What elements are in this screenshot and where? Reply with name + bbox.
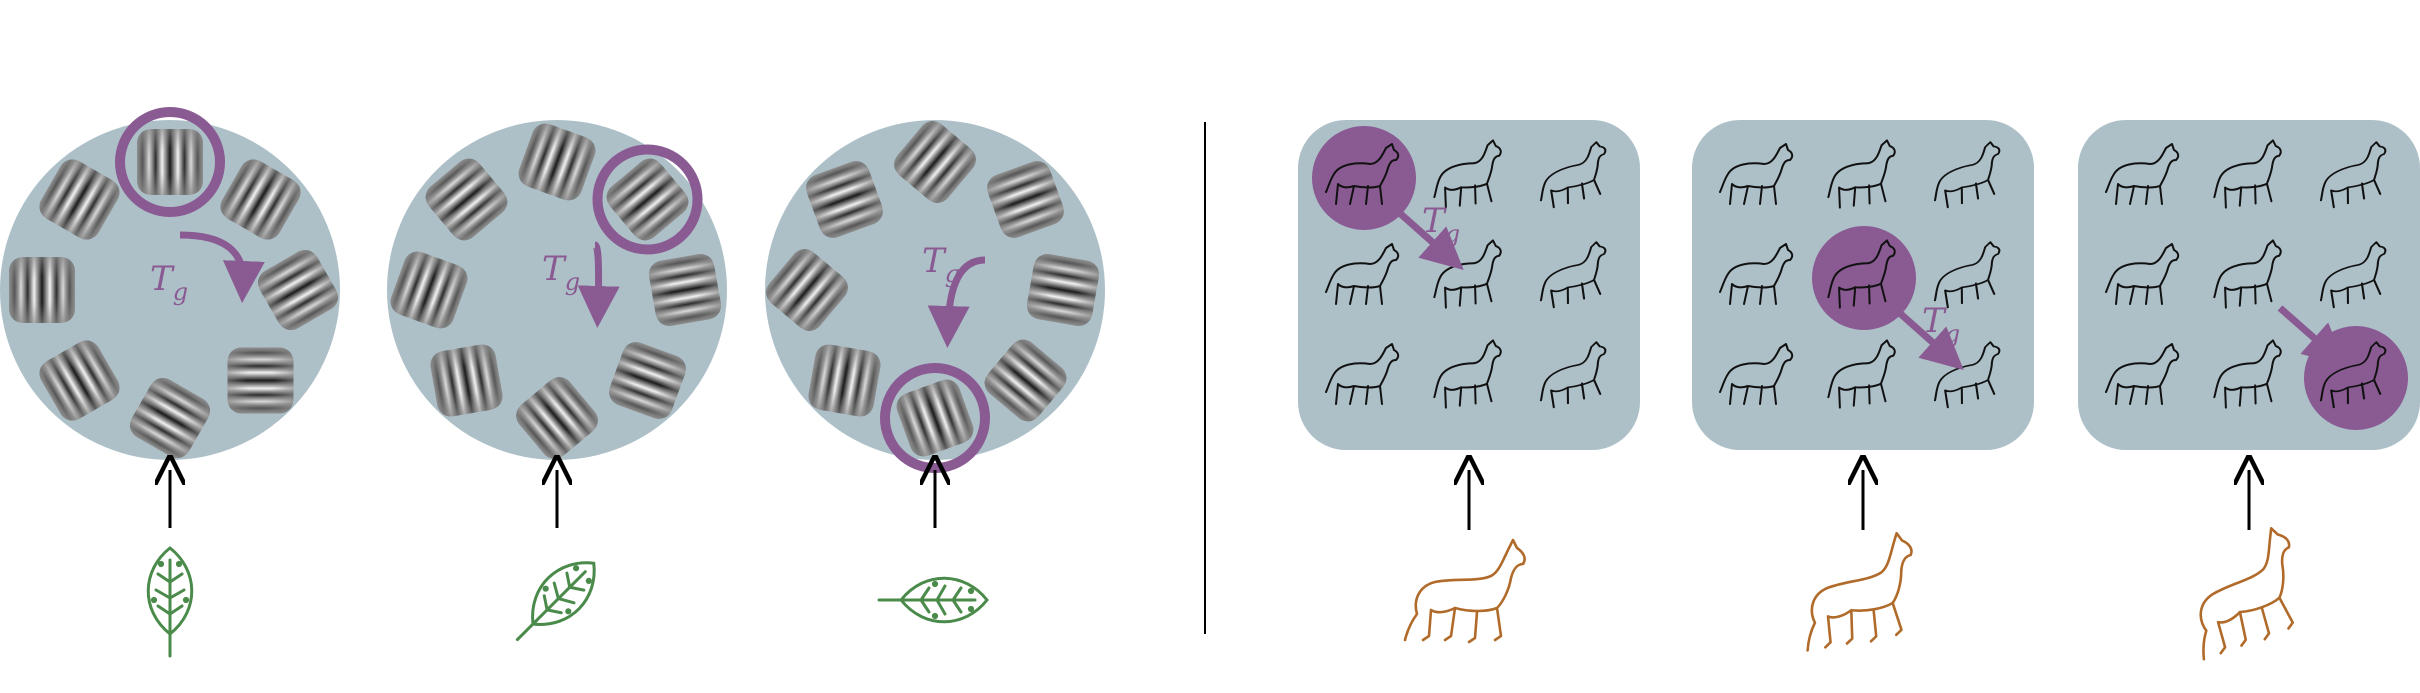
gabor-filter xyxy=(1024,251,1102,329)
highlight-disc xyxy=(1312,126,1416,230)
leaf-icon xyxy=(500,546,611,657)
gabor-filter xyxy=(646,251,724,329)
transform-arrow xyxy=(577,241,620,328)
horse-icon xyxy=(2168,523,2319,663)
leaf-icon xyxy=(877,576,989,624)
gabor-filter xyxy=(428,342,505,419)
transform-label: Tg xyxy=(150,259,188,306)
highlight-ring xyxy=(592,144,703,255)
gabor-filter xyxy=(9,257,75,323)
pose-panel xyxy=(2078,120,2420,663)
filter-panel: Tg xyxy=(386,119,727,657)
transform-arrow xyxy=(179,231,265,303)
transform-label: Tg xyxy=(1922,301,1960,348)
horse-icon xyxy=(1403,538,1526,644)
horse-icon xyxy=(1788,529,1928,654)
transform-label: Tg xyxy=(542,249,580,296)
gabor-filter xyxy=(137,129,203,195)
transform-label: Tg xyxy=(922,241,960,288)
leaf-icon xyxy=(146,546,194,658)
transform-label: Tg xyxy=(1422,201,1460,248)
pose-panel: Tg xyxy=(1692,120,2034,654)
transform-arrow xyxy=(1391,205,1464,270)
filter-panel: Tg xyxy=(760,115,1105,624)
gabor-filter xyxy=(227,347,294,414)
transform-arrow xyxy=(2277,305,2346,366)
highlight-ring xyxy=(115,107,225,217)
transform-arrow xyxy=(1891,305,1964,370)
gabor-filter xyxy=(806,342,883,419)
highlight-disc xyxy=(1812,226,1916,330)
pose-panel: Tg xyxy=(1298,120,1640,644)
filter-panel: Tg xyxy=(0,107,344,658)
transform-arrow xyxy=(927,256,986,348)
filter-rotation-group: Tg Tg Tg xyxy=(0,107,1105,658)
